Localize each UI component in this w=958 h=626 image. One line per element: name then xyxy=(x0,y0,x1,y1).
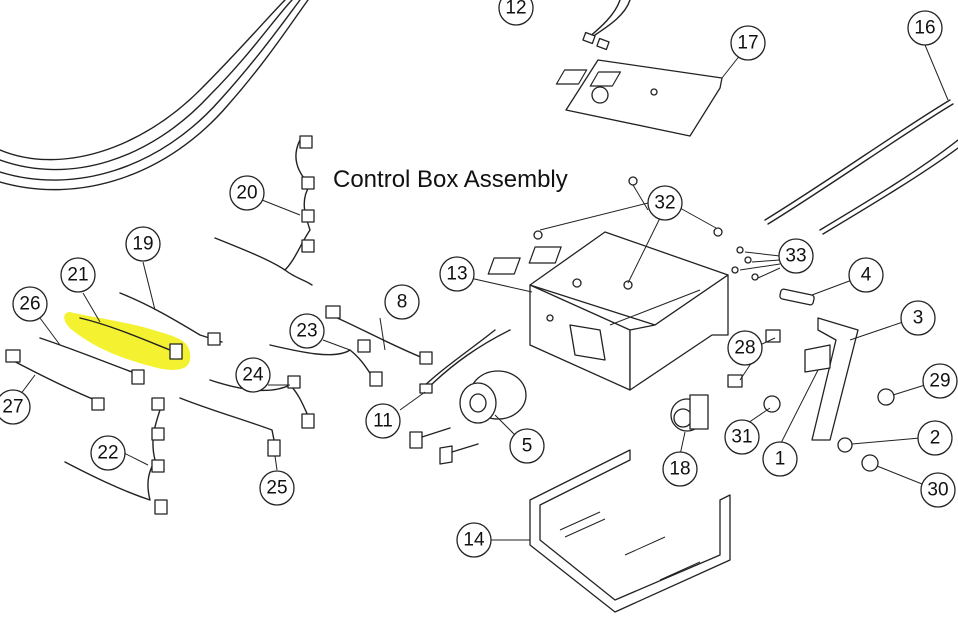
svg-text:13: 13 xyxy=(446,264,467,285)
callout-30: 30 xyxy=(920,472,956,508)
part-28-bolts xyxy=(727,329,781,388)
callout-2: 2 xyxy=(917,420,953,456)
svg-text:25: 25 xyxy=(266,478,287,499)
callout-21: 21 xyxy=(60,257,96,293)
callout-13: 13 xyxy=(439,256,475,292)
diagram-title: Control Box Assembly xyxy=(333,166,568,193)
callout-31: 31 xyxy=(724,419,760,455)
part-12-cable xyxy=(582,0,631,51)
svg-text:5: 5 xyxy=(522,436,533,457)
part-32-screws xyxy=(533,176,723,290)
part-13-control-box xyxy=(487,231,729,391)
wire-harnesses xyxy=(5,135,433,515)
svg-text:4: 4 xyxy=(861,265,872,286)
callout-16: 16 xyxy=(907,10,943,46)
part-18-connector xyxy=(670,394,709,432)
callout-28: 28 xyxy=(727,330,763,366)
callout-12: 12 xyxy=(498,0,534,26)
callout-29: 29 xyxy=(922,363,958,399)
callout-3: 3 xyxy=(900,300,936,336)
part-31-washer xyxy=(763,395,781,413)
part-30-nut xyxy=(861,454,879,472)
svg-text:3: 3 xyxy=(913,308,924,329)
callout-25: 25 xyxy=(259,470,295,506)
svg-text:30: 30 xyxy=(927,480,948,501)
part-2-washer xyxy=(837,437,853,453)
callout-20: 20 xyxy=(229,175,265,211)
part-5-key-switch xyxy=(459,370,527,424)
callout-22: 22 xyxy=(90,435,126,471)
part-29-nut xyxy=(877,388,895,406)
svg-text:20: 20 xyxy=(236,183,257,204)
callout-32: 32 xyxy=(647,185,683,221)
callout-5: 5 xyxy=(509,428,545,464)
leader-lines xyxy=(19,44,949,541)
part-17-cover-plate xyxy=(555,59,723,137)
svg-text:32: 32 xyxy=(654,193,675,214)
hose-assembly xyxy=(0,0,309,191)
callout-24: 24 xyxy=(235,357,271,393)
callout-33: 33 xyxy=(778,238,814,274)
part-33-nuts xyxy=(731,246,759,281)
callout-14: 14 xyxy=(456,522,492,558)
part-3-bracket xyxy=(811,317,859,441)
part-16-rods xyxy=(764,99,958,235)
part-14-tray xyxy=(529,449,731,613)
svg-text:27: 27 xyxy=(2,397,23,418)
svg-text:24: 24 xyxy=(242,365,264,386)
svg-text:22: 22 xyxy=(97,443,118,464)
part-21-highlight xyxy=(64,312,191,370)
svg-text:2: 2 xyxy=(930,428,941,449)
part-1-clamp xyxy=(804,344,831,373)
callout-19: 19 xyxy=(125,226,161,262)
callout-23: 23 xyxy=(289,313,325,349)
callout-27: 27 xyxy=(0,389,31,425)
callout-11: 11 xyxy=(365,403,401,439)
svg-text:1: 1 xyxy=(775,449,786,470)
callout-17: 17 xyxy=(730,25,766,61)
svg-text:19: 19 xyxy=(132,234,153,255)
callout-26: 26 xyxy=(12,286,48,322)
svg-text:21: 21 xyxy=(67,265,88,286)
callout-8: 8 xyxy=(384,284,420,320)
part-4-spacer xyxy=(779,288,815,306)
svg-text:33: 33 xyxy=(785,246,806,267)
svg-text:23: 23 xyxy=(296,321,317,342)
svg-text:14: 14 xyxy=(463,530,485,551)
svg-text:16: 16 xyxy=(914,18,935,39)
part-11-keys xyxy=(409,329,511,465)
svg-text:18: 18 xyxy=(669,459,690,480)
callout-4: 4 xyxy=(848,257,884,293)
svg-text:28: 28 xyxy=(734,338,755,359)
svg-text:26: 26 xyxy=(19,294,40,315)
svg-text:11: 11 xyxy=(373,411,393,432)
svg-text:29: 29 xyxy=(929,371,950,392)
svg-text:12: 12 xyxy=(505,0,526,19)
svg-text:17: 17 xyxy=(737,33,758,54)
svg-text:8: 8 xyxy=(397,292,408,313)
callout-18: 18 xyxy=(662,451,698,487)
svg-text:31: 31 xyxy=(731,427,752,448)
callout-1: 1 xyxy=(762,441,798,477)
